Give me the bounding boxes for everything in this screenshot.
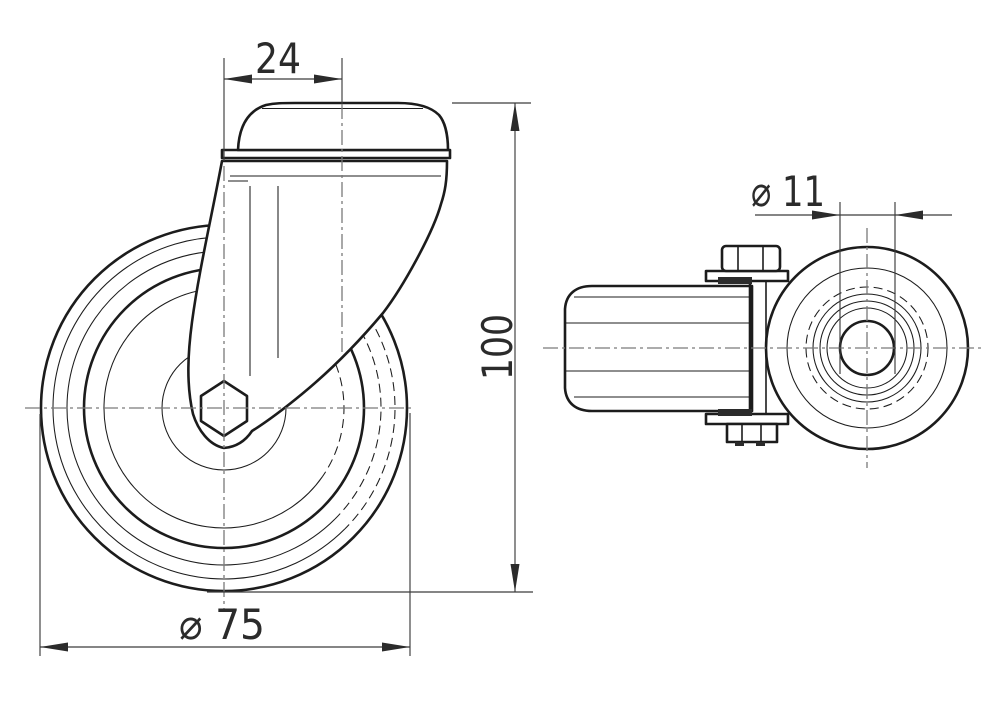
top-washer-seat	[718, 277, 752, 284]
dimension-text-overall-height: 100	[473, 314, 522, 380]
wheel-ring-2	[66, 250, 336, 566]
dimension-text-wheel-diameter: ⌀ 75	[179, 600, 265, 649]
dimension-text-bolt-hole-diameter: ⌀ 11	[751, 167, 825, 216]
arrowhead-left	[812, 210, 840, 220]
arrowhead-left	[224, 74, 252, 84]
front-view	[25, 101, 452, 612]
swivel-fork	[187, 159, 449, 450]
dimension-bolt-hole-diameter: ⌀ 11	[751, 167, 952, 374]
dimension-overall-height: 100	[207, 102, 533, 593]
wheel-ring-2-hidden	[302, 271, 382, 520]
dimension-wheel-diameter: ⌀ 75	[39, 413, 411, 656]
arrowhead-left	[40, 642, 68, 652]
thread-stub-1	[735, 442, 744, 446]
bolt-hole-cap	[236, 101, 450, 152]
wheel-tread-outline	[563, 284, 754, 413]
dimension-swivel-offset: 24	[223, 34, 343, 161]
wheel-ring-1	[52, 236, 346, 580]
arrowhead-right	[382, 642, 410, 652]
axle-bolt-head	[720, 244, 782, 273]
arrowhead-bottom	[510, 564, 520, 592]
arrowhead-right	[895, 210, 923, 220]
arrowhead-right	[314, 74, 342, 84]
wheel-ring-3	[103, 287, 323, 529]
side-view	[543, 228, 985, 468]
dimensions: 24 100 ⌀ 75 ⌀ 11	[39, 34, 952, 656]
dimension-text-swivel-offset: 24	[255, 34, 301, 83]
axle-nut	[725, 422, 779, 444]
thread-stub-2	[756, 442, 765, 446]
arrowhead-top	[510, 103, 520, 131]
bottom-washer-seat	[718, 409, 752, 416]
